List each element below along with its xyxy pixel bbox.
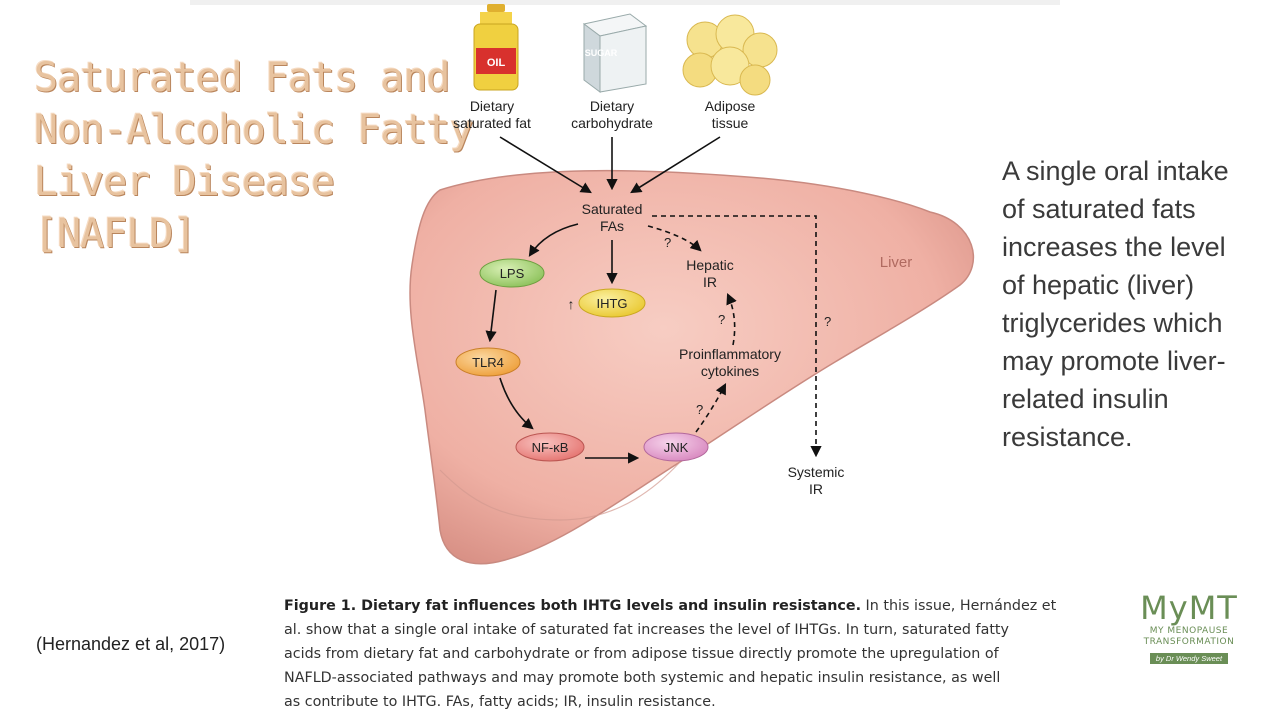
systemic-ir-label: IR xyxy=(809,481,823,497)
summary-line: related insulin xyxy=(1002,384,1169,414)
question-mark: ? xyxy=(696,402,703,417)
saturated-fas-label: Saturated xyxy=(582,201,643,217)
caption-bold: Figure 1. Dietary fat influences both IH… xyxy=(284,598,862,614)
summary-line: increases the level xyxy=(1002,232,1226,262)
summary-line: A single oral intake xyxy=(1002,156,1229,186)
cytokines-label: Proinflammatory xyxy=(679,346,781,362)
caption-line: as contribute to IHTG. FAs, fatty acids;… xyxy=(284,694,716,710)
summary-text: A single oral intake of saturated fats i… xyxy=(1002,152,1272,456)
node-lps: LPS xyxy=(479,258,545,288)
source-label: carbohydrate xyxy=(571,115,653,131)
node-tlr4: TLR4 xyxy=(455,347,521,377)
title-line: Saturated Fats and xyxy=(34,55,450,101)
liver-label: Liver xyxy=(880,254,913,271)
saturated-fas-label: FAs xyxy=(600,218,624,234)
question-mark: ? xyxy=(718,312,725,327)
top-bar xyxy=(190,0,1060,5)
liver-shape xyxy=(409,169,975,565)
source-label: Dietary xyxy=(470,98,514,114)
logo-tag: by Dr Wendy Sweet xyxy=(1149,653,1229,664)
hepatic-ir-label: IR xyxy=(703,274,717,290)
slide-title: Saturated Fats and Non-Alcoholic Fatty L… xyxy=(34,52,474,260)
logo-main: MyMT xyxy=(1140,589,1238,627)
summary-line: triglycerides which xyxy=(1002,308,1223,338)
logo-sub: TRANSFORMATION xyxy=(1143,637,1235,647)
title-line: Non-Alcoholic Fatty xyxy=(34,107,474,153)
citation: (Hernandez et al, 2017) xyxy=(36,634,226,654)
node-ihtg: ↑ IHTG xyxy=(568,288,646,318)
caption-line: al. show that a single oral intake of sa… xyxy=(284,622,1010,638)
source-label: tissue xyxy=(712,115,749,131)
logo-sub: MY MENOPAUSE xyxy=(1149,626,1229,636)
node-jnk: JNK xyxy=(643,432,709,462)
title-line: Liver Disease xyxy=(34,159,335,205)
question-mark: ? xyxy=(664,235,671,250)
increase-arrow: ↑ xyxy=(568,296,575,312)
source-label: Dietary xyxy=(590,98,634,114)
summary-line: may promote liver- xyxy=(1002,346,1226,376)
systemic-ir-label: Systemic xyxy=(788,464,845,480)
source-label: Adipose xyxy=(705,98,756,114)
hepatic-ir-label: Hepatic xyxy=(686,257,733,273)
caption-text: In this issue, Hernández et xyxy=(861,598,1057,614)
caption-line: acids from dietary fat and carbohydrate … xyxy=(284,646,999,662)
node-label: TLR4 xyxy=(472,355,504,370)
node-label: IHTG xyxy=(596,296,627,311)
node-label: LPS xyxy=(500,266,525,281)
cytokines-label: cytokines xyxy=(701,363,759,379)
adipose-tissue-icon xyxy=(682,14,778,96)
node-nfkb: NF-κB xyxy=(515,432,585,462)
sugar-box-icon: SUGAR xyxy=(582,13,648,93)
question-mark: ? xyxy=(824,314,831,329)
summary-line: of saturated fats xyxy=(1002,194,1196,224)
source-label: saturated fat xyxy=(453,115,531,131)
oil-label: OIL xyxy=(487,57,506,69)
summary-line: of hepatic (liver) xyxy=(1002,270,1195,300)
liver-pathway-diagram: OIL SUGAR Dietary saturated fat Dietary … xyxy=(409,4,975,565)
node-label: JNK xyxy=(664,440,689,455)
caption-line: NAFLD-associated pathways and may promot… xyxy=(284,670,1001,686)
summary-line: resistance. xyxy=(1002,422,1133,452)
liver-lobe-fold xyxy=(439,461,681,521)
node-label: NF-κB xyxy=(532,440,569,455)
figure-caption: Figure 1. Dietary fat influences both IH… xyxy=(284,594,1056,714)
title-line: [NAFLD] xyxy=(34,211,197,257)
mymt-logo: MyMT MY MENOPAUSE TRANSFORMATION by Dr W… xyxy=(1123,590,1255,675)
oil-bottle-icon: OIL xyxy=(473,4,519,91)
sugar-label: SUGAR xyxy=(585,48,618,58)
